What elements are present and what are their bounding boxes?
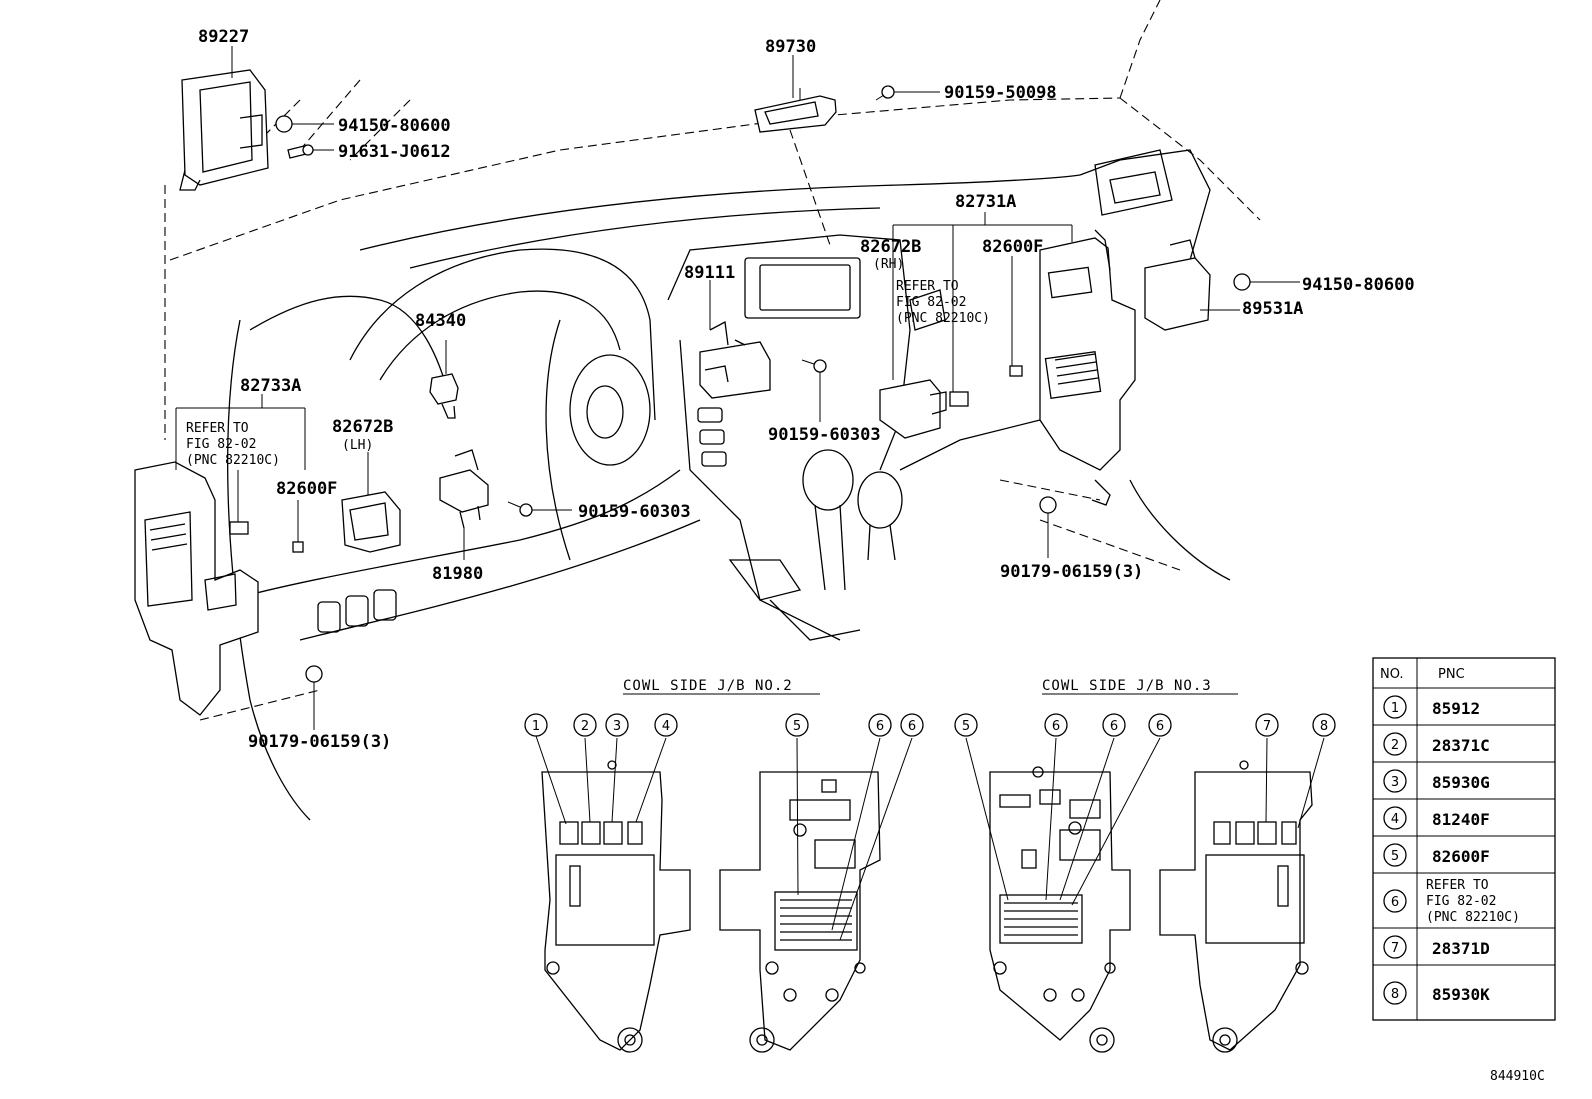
callout-94150-80600-right: 94150-80600 bbox=[1302, 275, 1415, 295]
callout-lh: (LH) bbox=[342, 438, 373, 453]
jb-callout-1: 1 bbox=[532, 719, 540, 734]
callout-89111: 89111 bbox=[684, 263, 735, 283]
part-89531A-relay bbox=[1144, 239, 1240, 331]
table-pnc-6-line3: (PNC 82210C) bbox=[1426, 910, 1520, 925]
callout-82600F-right: 82600F bbox=[982, 237, 1043, 257]
part-82733A-junction-block bbox=[134, 461, 259, 716]
jb-number-callouts bbox=[524, 713, 1336, 941]
jb-callout-7: 7 bbox=[1263, 719, 1271, 734]
refer-left-line1: REFER TO bbox=[186, 421, 249, 436]
callout-81980: 81980 bbox=[432, 564, 483, 584]
part-84340-switch bbox=[429, 340, 459, 419]
part-82600F-left-connectors bbox=[229, 521, 304, 553]
callout-89227: 89227 bbox=[198, 27, 249, 47]
jb2-front-view bbox=[541, 760, 691, 1053]
callout-90179-06159-right: 90179-06159(3) bbox=[1000, 562, 1143, 582]
table-pnc-5: 82600F bbox=[1432, 847, 1490, 866]
callout-82733A: 82733A bbox=[240, 376, 301, 396]
table-no-3: 3 bbox=[1391, 775, 1399, 790]
jb3-front-view bbox=[1159, 760, 1313, 1053]
leader-lines bbox=[164, 46, 1073, 542]
part-91631-bolt bbox=[287, 144, 334, 159]
table-no-6: 6 bbox=[1391, 895, 1399, 910]
jb-callout-6c: 6 bbox=[1052, 719, 1060, 734]
jb-callout-6d: 6 bbox=[1110, 719, 1118, 734]
jb-callout-6b: 6 bbox=[908, 719, 916, 734]
jb-callout-6e: 6 bbox=[1156, 719, 1164, 734]
jb-callout-3: 3 bbox=[613, 719, 621, 734]
callout-82731A: 82731A bbox=[955, 192, 1016, 212]
table-no-4: 4 bbox=[1391, 812, 1399, 827]
callout-89531A: 89531A bbox=[1242, 299, 1303, 319]
callout-90179-06159-left: 90179-06159(3) bbox=[248, 732, 391, 752]
table-pnc-7: 28371D bbox=[1432, 939, 1490, 958]
table-pnc-2: 28371C bbox=[1432, 736, 1490, 755]
callout-90159-60303-left: 90159-60303 bbox=[578, 502, 691, 522]
part-81980-relay bbox=[439, 449, 489, 560]
part-82672B-lh-bracket bbox=[341, 491, 401, 553]
jb2-back-view bbox=[719, 771, 881, 1053]
part-94150-nut-right bbox=[1233, 273, 1300, 291]
title-cowl-side-jb-no2: COWL SIDE J/B NO.2 bbox=[623, 678, 793, 694]
callout-rh: (RH) bbox=[873, 257, 904, 272]
table-pnc-8: 85930K bbox=[1432, 985, 1490, 1004]
part-90159-60303-bolt-mid bbox=[801, 359, 827, 422]
table-pnc-1: 85912 bbox=[1432, 699, 1480, 718]
callout-94150-80600-left: 94150-80600 bbox=[338, 116, 451, 136]
table-header-no: NO. bbox=[1380, 667, 1404, 682]
table-no-1: 1 bbox=[1391, 701, 1399, 716]
part-82731A-relay-block bbox=[1039, 229, 1136, 506]
refer-right-line1: REFER TO bbox=[896, 279, 959, 294]
callout-89730: 89730 bbox=[765, 37, 816, 57]
table-header-pnc: PNC bbox=[1438, 667, 1465, 682]
part-89227-module bbox=[179, 69, 269, 191]
part-89730-sensor bbox=[754, 88, 837, 133]
table-pnc-6-line1: REFER TO bbox=[1426, 878, 1489, 893]
callout-90159-50098: 90159-50098 bbox=[944, 83, 1057, 103]
callout-82672B-lh: 82672B bbox=[332, 417, 393, 437]
table-no-5: 5 bbox=[1391, 849, 1399, 864]
jb-callout-5b: 5 bbox=[962, 719, 970, 734]
part-82672B-rh-module bbox=[879, 379, 947, 439]
jb-callout-4: 4 bbox=[662, 719, 670, 734]
refer-left-line3: (PNC 82210C) bbox=[186, 453, 280, 468]
callout-82600F-left: 82600F bbox=[276, 479, 337, 499]
part-82600F-right-connector bbox=[949, 365, 1023, 407]
table-pnc-4: 81240F bbox=[1432, 810, 1490, 829]
jb-callout-8: 8 bbox=[1320, 719, 1328, 734]
table-no-2: 2 bbox=[1391, 738, 1399, 753]
table-pnc-3: 85930G bbox=[1432, 773, 1490, 792]
part-89111-bracket bbox=[699, 320, 771, 399]
table-no-7: 7 bbox=[1391, 941, 1399, 956]
part-90179-nut-right bbox=[1039, 496, 1057, 558]
jb-callout-5a: 5 bbox=[793, 719, 801, 734]
title-cowl-side-jb-no3: COWL SIDE J/B NO.3 bbox=[1042, 678, 1212, 694]
part-90159-50098-bolt bbox=[875, 85, 940, 101]
jb-callout-2: 2 bbox=[581, 719, 589, 734]
table-pnc-6-line2: FIG 82-02 bbox=[1426, 894, 1496, 909]
dashboard-outline bbox=[164, 0, 1261, 821]
table-no-8: 8 bbox=[1391, 987, 1399, 1002]
part-94150-nut-left bbox=[275, 115, 334, 133]
callout-90159-60303-mid: 90159-60303 bbox=[768, 425, 881, 445]
callout-82672B-rh: 82672B bbox=[860, 237, 921, 257]
figure-id: 844910C bbox=[1490, 1069, 1545, 1084]
callout-84340: 84340 bbox=[415, 311, 466, 331]
jb-callout-6a: 6 bbox=[876, 719, 884, 734]
part-90159-60303-bolt-left bbox=[507, 501, 572, 517]
refer-left-line2: FIG 82-02 bbox=[186, 437, 256, 452]
pnc-legend-table bbox=[1372, 657, 1556, 1021]
callout-91631-J0612: 91631-J0612 bbox=[338, 142, 451, 162]
jb3-back-view bbox=[989, 766, 1131, 1053]
part-90179-nut-left bbox=[305, 665, 323, 730]
refer-right-line2: FIG 82-02 bbox=[896, 295, 966, 310]
refer-right-line3: (PNC 82210C) bbox=[896, 311, 990, 326]
